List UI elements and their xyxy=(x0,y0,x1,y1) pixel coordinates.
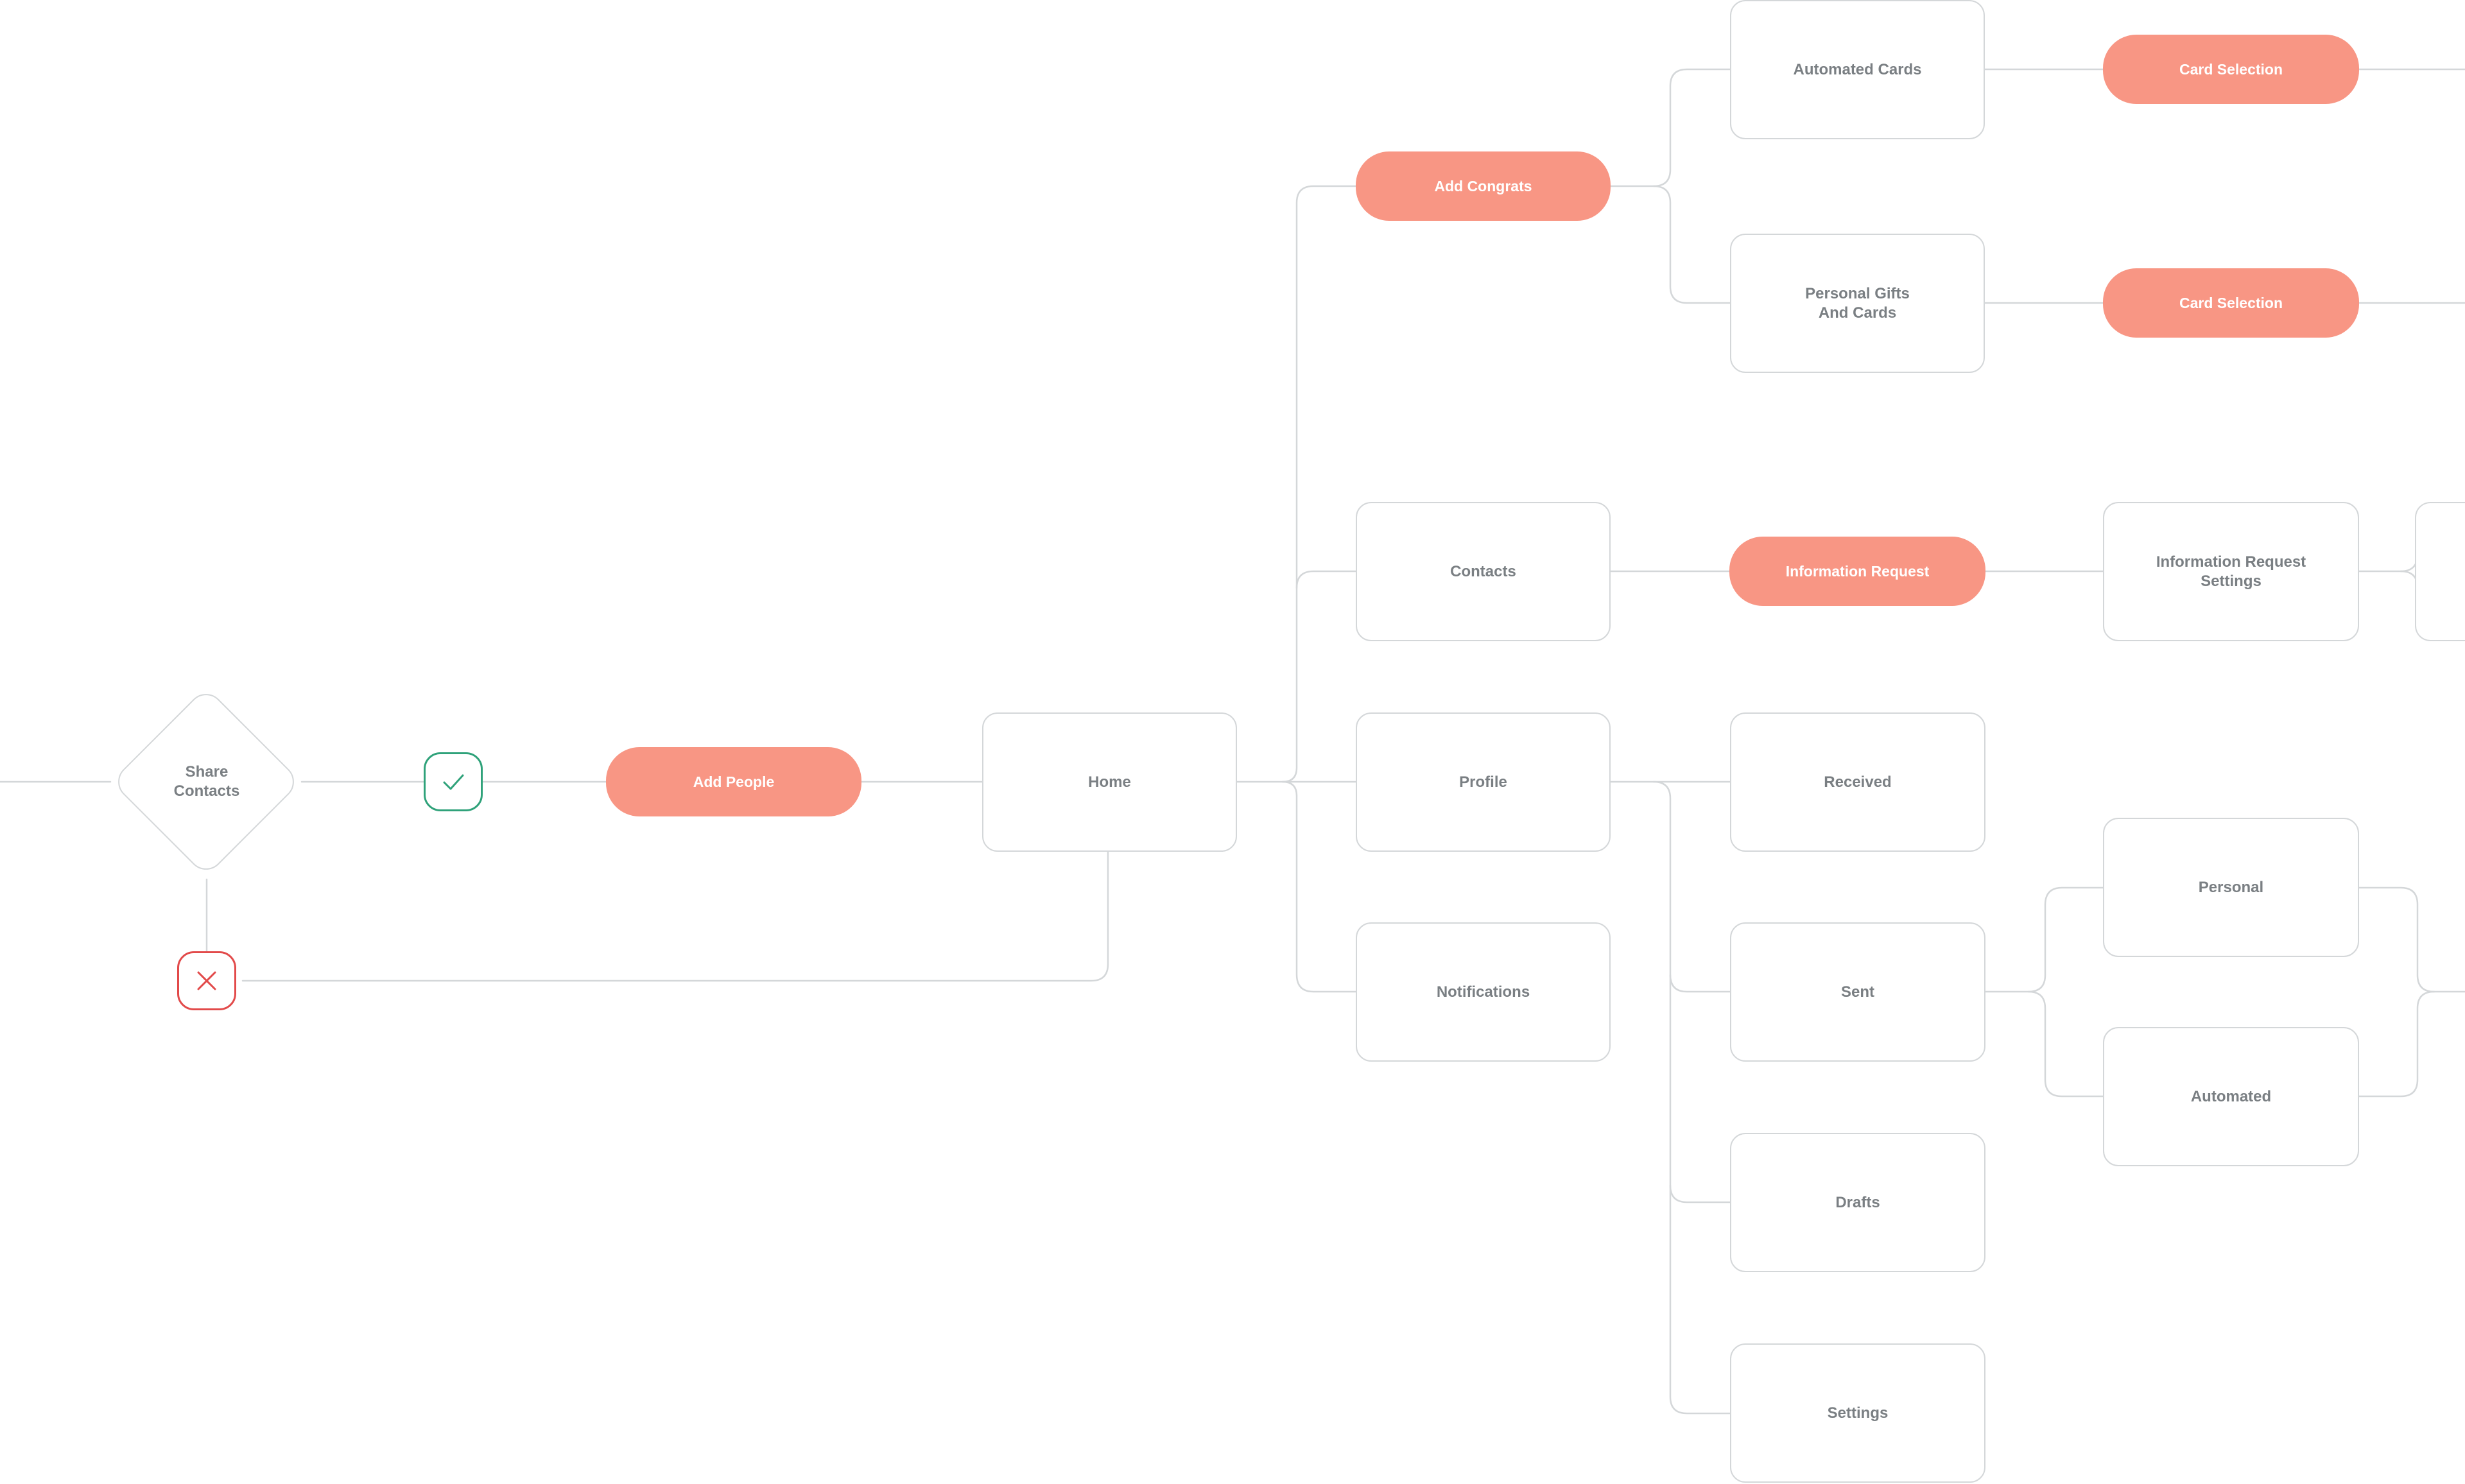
close-icon xyxy=(197,971,216,990)
offscreen-node-edge xyxy=(2415,502,2465,641)
reject-badge[interactable] xyxy=(177,951,236,1010)
wire-automated-out xyxy=(2358,990,2435,1098)
sent-node[interactable]: Sent xyxy=(1730,922,1985,1062)
contacts-node[interactable]: Contacts xyxy=(1356,502,1611,641)
wire-reject-home xyxy=(241,851,1109,982)
add-people-node[interactable]: Add People xyxy=(606,747,861,816)
wire-sent-automated xyxy=(2027,990,2104,1098)
drafts-node[interactable]: Drafts xyxy=(1730,1133,1985,1272)
approve-badge[interactable] xyxy=(424,752,483,811)
wire-addcongrats-personal xyxy=(1652,185,1731,304)
received-node[interactable]: Received xyxy=(1730,712,1985,852)
wire-branch-contacts xyxy=(1295,570,1357,589)
wire-profile-drafts xyxy=(1669,1184,1731,1204)
wire-profile-sub xyxy=(1652,781,1731,1415)
wire-sent-personal xyxy=(1984,886,2104,993)
wire-profile-sent xyxy=(1669,974,1731,993)
wire-branch-notifications xyxy=(1281,781,1357,993)
card-selection-node-2[interactable]: Card Selection xyxy=(2103,268,2359,338)
wire-personal-out xyxy=(2358,886,2465,993)
information-request-node[interactable]: Information Request xyxy=(1729,537,1985,606)
share-contacts-label: Share Contacts xyxy=(173,763,240,800)
automated-node[interactable]: Automated xyxy=(2103,1027,2359,1166)
personal-gifts-node[interactable]: Personal Gifts And Cards xyxy=(1730,234,1985,373)
home-node[interactable]: Home xyxy=(982,712,1237,852)
automated-cards-node[interactable]: Automated Cards xyxy=(1730,0,1985,139)
wire-branch-addcongrats xyxy=(1281,185,1357,783)
add-congrats-node[interactable]: Add Congrats xyxy=(1356,151,1611,221)
notifications-node[interactable]: Notifications xyxy=(1356,922,1611,1062)
information-request-settings-node[interactable]: Information Request Settings xyxy=(2103,502,2359,641)
profile-node[interactable]: Profile xyxy=(1356,712,1611,852)
card-selection-node-1[interactable]: Card Selection xyxy=(2103,35,2359,104)
wire-addcongrats-out xyxy=(1609,68,1731,187)
personal-node[interactable]: Personal xyxy=(2103,818,2359,957)
check-icon xyxy=(443,774,464,790)
settings-node[interactable]: Settings xyxy=(1730,1343,1985,1483)
